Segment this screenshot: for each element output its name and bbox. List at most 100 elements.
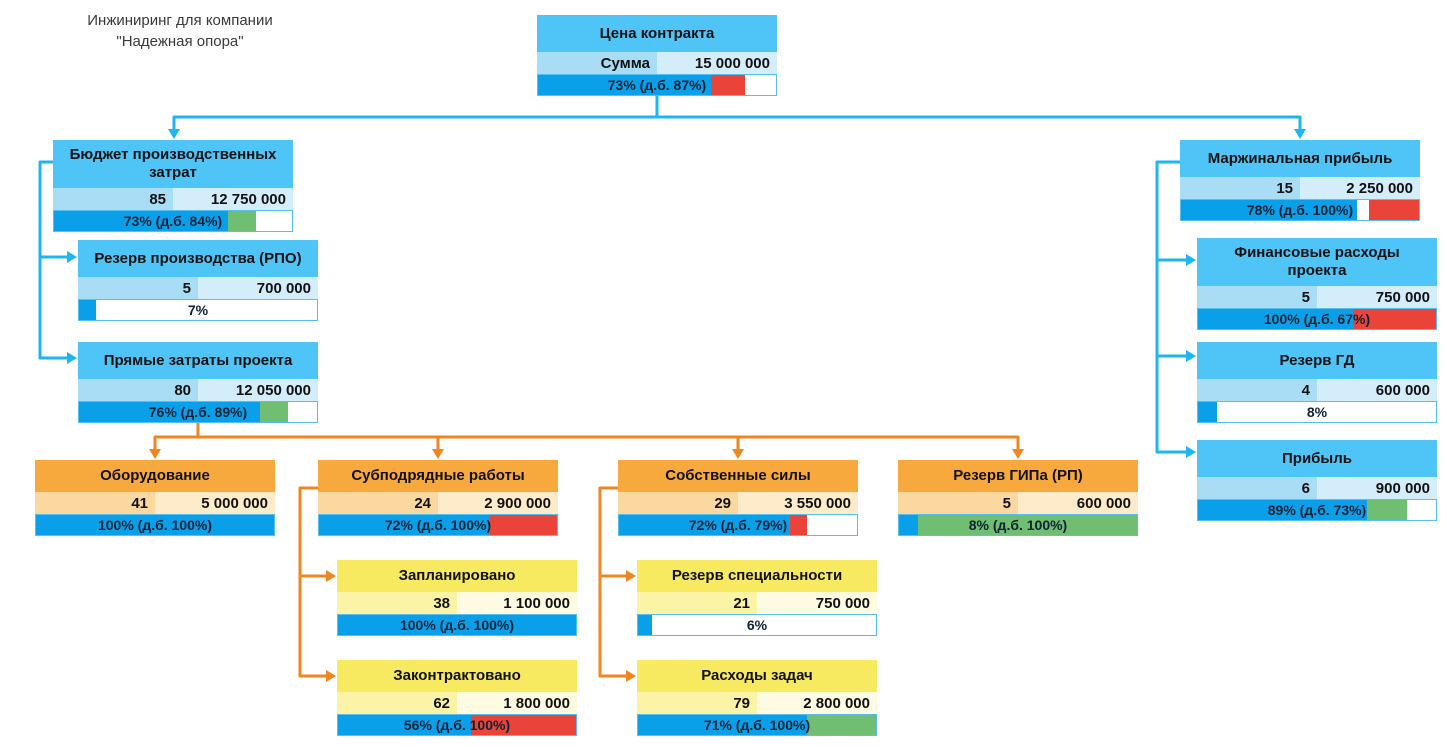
progress-label: 56% (д.б. 100%)	[403, 717, 511, 733]
amount-cell: 15 000 000	[657, 52, 777, 74]
count-cell: 5	[1197, 286, 1317, 308]
count-cell: 21	[637, 592, 757, 614]
stat-row: 21 750 000	[637, 592, 877, 614]
node-contracted[interactable]: Законтрактовано 62 1 800 000 56% (д.б. 1…	[337, 660, 577, 736]
node-subcontract-works[interactable]: Субподрядные работы 24 2 900 000 72% (д.…	[318, 460, 558, 536]
amount-cell: 600 000	[1317, 379, 1437, 401]
progress-segment	[54, 211, 228, 231]
progress-segment	[1181, 200, 1358, 220]
progress-track: 8%	[1197, 401, 1437, 423]
count-cell: 5	[78, 277, 198, 299]
node-production-budget[interactable]: Бюджет производственных затрат 85 12 750…	[53, 140, 293, 232]
progress-track: 73% (д.б. 84%)	[53, 210, 293, 232]
node-title: Финансовые расходы проекта	[1197, 238, 1437, 286]
progress-segment	[79, 402, 260, 422]
progress-segment	[36, 515, 274, 535]
amount-cell: 700 000	[198, 277, 318, 299]
stat-row: 5 750 000	[1197, 286, 1437, 308]
stat-row: 5 600 000	[898, 492, 1138, 514]
stat-row: 62 1 800 000	[337, 692, 577, 714]
node-gd-reserve[interactable]: Резерв ГД 4 600 000 8%	[1197, 342, 1437, 423]
count-cell: 29	[618, 492, 738, 514]
progress-segment	[1198, 500, 1367, 520]
progress-segment	[1369, 200, 1419, 220]
progress-segment	[1217, 402, 1436, 422]
node-gip-reserve[interactable]: Резерв ГИПа (РП) 5 600 000 8% (д.б. 100%…	[898, 460, 1138, 536]
progress-label: 72% (д.б. 100%)	[384, 517, 492, 533]
node-title: Субподрядные работы	[318, 460, 558, 492]
node-title: Оборудование	[35, 460, 275, 492]
progress-track: 100% (д.б. 67%)	[1197, 308, 1437, 330]
node-title: Законтрактовано	[337, 660, 577, 692]
progress-label: 100% (д.б. 67%)	[1263, 311, 1371, 327]
progress-segment	[1352, 309, 1436, 329]
stat-row: 24 2 900 000	[318, 492, 558, 514]
progress-segment	[807, 515, 857, 535]
node-title: Резерв специальности	[637, 560, 877, 592]
stat-row: 85 12 750 000	[53, 188, 293, 210]
node-direct-costs[interactable]: Прямые затраты проекта 80 12 050 000 76%…	[78, 342, 318, 423]
progress-segment	[710, 75, 746, 95]
progress-segment	[259, 402, 289, 422]
progress-label: 100% (д.б. 100%)	[399, 617, 515, 633]
amount-cell: 5 000 000	[155, 492, 275, 514]
node-title: Прямые затраты проекта	[78, 342, 318, 379]
node-title: Собственные силы	[618, 460, 858, 492]
progress-label: 6%	[746, 617, 768, 633]
stat-row: 79 2 800 000	[637, 692, 877, 714]
progress-track: 73% (д.б. 87%)	[537, 74, 777, 96]
progress-segment	[899, 515, 919, 535]
progress-track: 100% (д.б. 100%)	[35, 514, 275, 536]
stat-row: Сумма 15 000 000	[537, 52, 777, 74]
count-cell: 5	[898, 492, 1018, 514]
count-cell: Сумма	[537, 52, 657, 74]
stat-row: 6 900 000	[1197, 477, 1437, 499]
progress-segment	[95, 300, 317, 320]
count-cell: 62	[337, 692, 457, 714]
stat-row: 38 1 100 000	[337, 592, 577, 614]
node-title: Маржинальная прибыль	[1180, 140, 1420, 177]
node-title: Резерв ГД	[1197, 342, 1437, 379]
node-contract-price[interactable]: Цена контракта Сумма 15 000 000 73% (д.б…	[537, 15, 777, 96]
progress-segment	[79, 300, 96, 320]
progress-track: 100% (д.б. 100%)	[337, 614, 577, 636]
progress-segment	[638, 715, 807, 735]
node-task-costs[interactable]: Расходы задач 79 2 800 000 71% (д.б. 100…	[637, 660, 877, 736]
amount-cell: 3 550 000	[738, 492, 858, 514]
progress-label: 8%	[1306, 404, 1328, 420]
progress-segment	[1198, 402, 1218, 422]
node-title: Бюджет производственных затрат	[53, 140, 293, 188]
node-own-forces[interactable]: Собственные силы 29 3 550 000 72% (д.б. …	[618, 460, 858, 536]
stat-row: 41 5 000 000	[35, 492, 275, 514]
connector-direct-children	[149, 421, 1024, 459]
progress-label: 72% (д.б. 79%)	[688, 517, 788, 533]
progress-segment	[745, 75, 776, 95]
progress-segment	[471, 715, 576, 735]
progress-segment	[1366, 500, 1408, 520]
node-finance-costs[interactable]: Финансовые расходы проекта 5 750 000 100…	[1197, 238, 1437, 330]
amount-cell: 1 800 000	[457, 692, 577, 714]
amount-cell: 2 800 000	[757, 692, 877, 714]
progress-label: 7%	[187, 302, 209, 318]
progress-segment	[790, 515, 808, 535]
node-marginal-profit[interactable]: Маржинальная прибыль 15 2 250 000 78% (д…	[1180, 140, 1420, 221]
count-cell: 4	[1197, 379, 1317, 401]
node-planned[interactable]: Запланировано 38 1 100 000 100% (д.б. 10…	[337, 560, 577, 636]
progress-label: 78% (д.б. 100%)	[1246, 202, 1354, 218]
amount-cell: 12 050 000	[198, 379, 318, 401]
progress-segment	[338, 615, 576, 635]
progress-track: 72% (д.б. 100%)	[318, 514, 558, 536]
count-cell: 6	[1197, 477, 1317, 499]
progress-segment	[1357, 200, 1369, 220]
progress-segment	[619, 515, 791, 535]
node-title: Цена контракта	[537, 15, 777, 52]
progress-track: 72% (д.б. 79%)	[618, 514, 858, 536]
node-specialty-reserve[interactable]: Резерв специальности 21 750 000 6%	[637, 560, 877, 636]
amount-cell: 600 000	[1018, 492, 1138, 514]
stat-row: 80 12 050 000	[78, 379, 318, 401]
node-profit[interactable]: Прибыль 6 900 000 89% (д.б. 73%)	[1197, 440, 1437, 521]
connector-top-split	[168, 94, 1306, 139]
node-equipment[interactable]: Оборудование 41 5 000 000 100% (д.б. 100…	[35, 460, 275, 536]
node-production-reserve[interactable]: Резерв производства (РПО) 5 700 000 7%	[78, 240, 318, 321]
